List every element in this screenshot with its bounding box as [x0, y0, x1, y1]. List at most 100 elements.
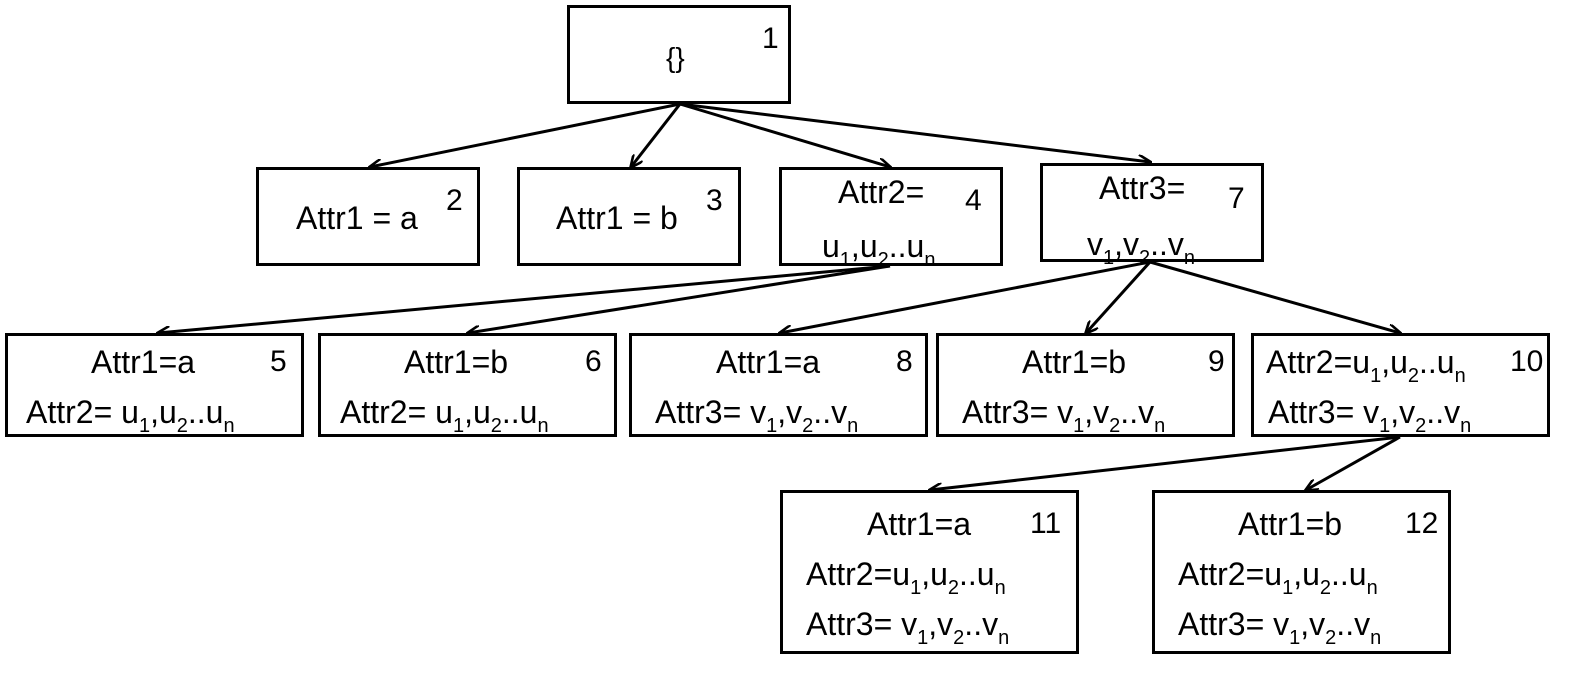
node-number: 4: [965, 184, 982, 217]
label-text: Attr1=a: [91, 344, 196, 380]
subscript: 1: [766, 415, 778, 437]
label-text: ..u: [501, 394, 538, 430]
label-text: ,u: [1381, 344, 1408, 380]
label-text: ,v: [1114, 226, 1140, 262]
label-text: ..u: [1331, 556, 1367, 592]
label-text: Attr3= v: [806, 606, 918, 642]
node-label-line: Attr2=u1,u2..un: [806, 556, 1006, 598]
node-label-line: Attr1 = b: [556, 202, 678, 234]
subscript: 2: [1139, 247, 1151, 269]
subscript: n: [994, 577, 1006, 599]
edge-1-to-4: [679, 102, 890, 167]
label-text: Attr1 = b: [556, 200, 678, 236]
label-text: ..u: [959, 556, 995, 592]
label-text: ..v: [1336, 606, 1371, 642]
label-text: ..u: [1419, 344, 1455, 380]
label-text: ,v: [1390, 394, 1416, 430]
label-text: ,v: [777, 394, 803, 430]
node-4: [779, 167, 1003, 266]
node-label-line: v1,v2..vn: [1087, 226, 1195, 268]
node-label-line: Attr1=a: [716, 346, 820, 378]
label-text: ..v: [1426, 394, 1461, 430]
node-label-line: Attr1=a: [91, 346, 195, 378]
subscript: 2: [490, 415, 502, 437]
node-label-line: Attr2= u1,u2..un: [26, 394, 235, 436]
node-label-line: Attr2=u1,u2..un: [1266, 344, 1466, 386]
label-text: Attr3= v: [1178, 606, 1290, 642]
node-number: 5: [270, 345, 287, 378]
node-12: [1152, 490, 1451, 654]
node-label-line: Attr3= v1,v2..vn: [1178, 606, 1381, 648]
node-label-line: Attr3= v1,v2..vn: [1268, 394, 1471, 436]
label-text: u: [822, 228, 840, 264]
node-number: 2: [446, 184, 463, 217]
subscript: n: [1370, 627, 1382, 649]
node-number: 1: [762, 22, 779, 55]
node-label-line: Attr2=u1,u2..un: [1178, 556, 1378, 598]
subscript: n: [223, 415, 235, 437]
subscript: n: [998, 627, 1010, 649]
node-label-line: Attr3= v1,v2..vn: [806, 606, 1009, 648]
label-text: Attr2= u: [26, 394, 139, 430]
edge-7-to-8: [780, 260, 1151, 333]
label-text: ,v: [928, 606, 954, 642]
node-11: [780, 490, 1079, 654]
label-text: ,v: [1084, 394, 1110, 430]
subscript: n: [1460, 415, 1472, 437]
subscript: 1: [452, 415, 465, 437]
subscript: 2: [953, 627, 965, 649]
subscript: n: [1154, 415, 1166, 437]
node-number: 7: [1228, 182, 1245, 215]
node-label-line: Attr1=b: [404, 346, 508, 378]
node-label-line: Attr1=a: [867, 508, 971, 540]
label-text: {}: [666, 42, 685, 73]
label-text: ..v: [813, 394, 848, 430]
label-text: Attr2=u: [1178, 556, 1283, 592]
node-7: [1040, 163, 1264, 262]
label-text: Attr1=a: [867, 506, 972, 542]
label-text: ,u: [464, 394, 491, 430]
label-text: ..v: [964, 606, 999, 642]
node-label-line: Attr1=b: [1022, 346, 1126, 378]
subscript: n: [537, 415, 549, 437]
label-text: Attr1=a: [716, 344, 821, 380]
subscript: 2: [1407, 365, 1419, 387]
node-label-line: Attr3= v1,v2..vn: [962, 394, 1165, 436]
label-text: Attr2=: [838, 174, 925, 210]
edge-1-to-3: [631, 103, 682, 167]
label-text: ,u: [850, 228, 878, 264]
node-label-line: u1,u2..un: [822, 228, 935, 270]
subscript: 1: [1379, 415, 1391, 437]
label-text: ,u: [921, 556, 948, 592]
edge-4-to-5: [158, 264, 891, 333]
subscript: 1: [138, 415, 151, 437]
node-label-line: Attr1 = a: [296, 202, 418, 234]
label-text: ,u: [1293, 556, 1320, 592]
edge-7-to-9: [1086, 260, 1152, 333]
node-number: 3: [706, 184, 723, 217]
label-text: ..v: [1120, 394, 1155, 430]
subscript: 2: [1325, 627, 1337, 649]
node-label-line: Attr3=: [1099, 172, 1185, 204]
subscript: 1: [910, 577, 922, 599]
subscript: 1: [1370, 365, 1382, 387]
node-number: 11: [1030, 507, 1062, 540]
subscript: 1: [1073, 415, 1085, 437]
subscript: n: [847, 415, 859, 437]
edge-1-to-2: [370, 102, 681, 167]
label-text: Attr2=u: [1266, 344, 1371, 380]
node-3: [517, 167, 741, 266]
label-text: Attr1 = a: [296, 200, 418, 236]
subscript: 2: [877, 249, 889, 271]
label-text: ..u: [888, 228, 925, 264]
node-number: 9: [1208, 345, 1225, 378]
subscript: 1: [839, 249, 851, 271]
label-text: Attr1=b: [1022, 344, 1127, 380]
subscript: n: [1366, 577, 1378, 599]
node-8: [629, 333, 928, 437]
subscript: 2: [1415, 415, 1427, 437]
node-5: [5, 333, 304, 437]
subscript: 2: [802, 415, 814, 437]
subscript: 1: [917, 627, 929, 649]
